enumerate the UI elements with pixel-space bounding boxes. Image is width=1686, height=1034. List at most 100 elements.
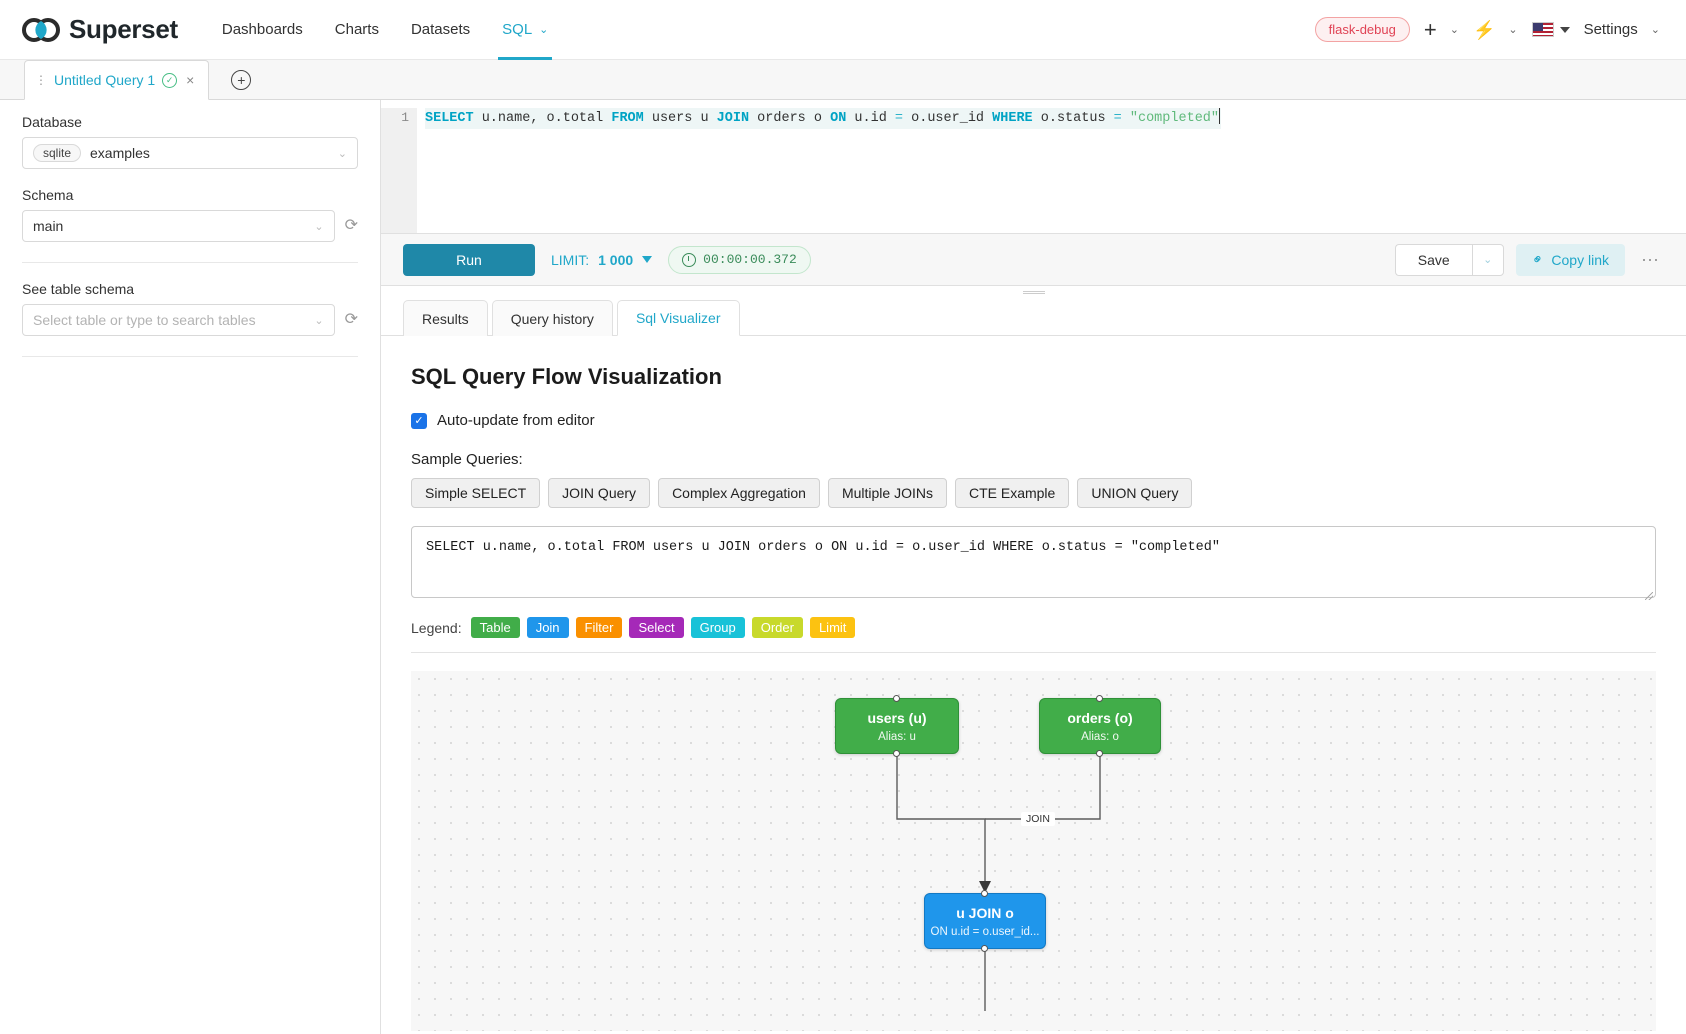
sample-query-complex-aggregation[interactable]: Complex Aggregation bbox=[658, 478, 820, 508]
schema-label: Schema bbox=[22, 187, 74, 203]
chevron-down-icon: ⌄ bbox=[337, 147, 347, 160]
refresh-tables-icon[interactable]: ⟳ bbox=[344, 311, 358, 328]
run-button[interactable]: Run bbox=[403, 243, 535, 276]
node-port-top bbox=[981, 890, 988, 897]
token-where: WHERE bbox=[992, 111, 1033, 126]
caret-down-icon bbox=[642, 256, 653, 263]
legend-label: Legend: bbox=[411, 619, 462, 636]
token-userid: o.user_id bbox=[903, 111, 993, 126]
sample-query-join-query[interactable]: JOIN Query bbox=[548, 478, 651, 508]
text-cursor bbox=[1219, 108, 1220, 124]
schema-select-value: main bbox=[33, 218, 64, 234]
legend-chip-select: Select bbox=[629, 617, 684, 638]
node-port-top bbox=[893, 695, 900, 702]
database-select-value: examples bbox=[90, 145, 150, 161]
chevron-down-icon: ⌄ bbox=[314, 314, 324, 327]
sample-query-cte-example[interactable]: CTE Example bbox=[954, 478, 1070, 508]
new-item-button[interactable]: + ⌄ bbox=[1423, 16, 1459, 42]
legend-chip-filter: Filter bbox=[575, 617, 623, 638]
drag-handle-icon[interactable]: ⋮ bbox=[35, 73, 47, 87]
save-button[interactable]: Save bbox=[1394, 243, 1472, 276]
flow-node-join[interactable]: u JOIN o ON u.id = o.user_id... bbox=[924, 890, 1046, 952]
legend-divider bbox=[411, 652, 1656, 653]
workspace: Database sqlite examples ⌄ Schema main ⌄… bbox=[0, 100, 1686, 1034]
nav-right-cluster: flask-debug + ⌄ ⚡ ⌄ Settings ⌄ bbox=[1314, 16, 1664, 42]
chevron-down-icon: ⌄ bbox=[314, 220, 324, 233]
flow-node-join-condition: ON u.id = o.user_id... bbox=[930, 925, 1040, 938]
token-users: users u bbox=[643, 111, 717, 126]
editor-code-line: SELECT u.name, o.total FROM users u JOIN… bbox=[425, 108, 1221, 129]
editor-toolbar: Run LIMIT: 1 000 00:00:00.372 Save ⌄ ⚭ bbox=[381, 234, 1686, 286]
sample-query-simple-select[interactable]: Simple SELECT bbox=[411, 478, 541, 508]
limit-dropdown[interactable]: LIMIT: 1 000 bbox=[551, 251, 653, 268]
flow-canvas[interactable]: users (u) Alias: u orders (o) Alias: o J… bbox=[411, 671, 1656, 1031]
table-select[interactable]: Select table or type to search tables ⌄ bbox=[22, 304, 335, 336]
node-port-bottom bbox=[981, 945, 988, 952]
refresh-schema-icon[interactable]: ⟳ bbox=[344, 217, 358, 234]
settings-menu[interactable]: Settings ⌄ bbox=[1584, 21, 1660, 38]
database-engine-pill: sqlite bbox=[33, 144, 82, 162]
sql-editor[interactable]: 1 SELECT u.name, o.total FROM users u JO… bbox=[381, 100, 1686, 234]
nav-link-sql-label: SQL bbox=[502, 21, 533, 38]
tab-query-history-label: Query history bbox=[510, 310, 594, 327]
token-columns: u.name, o.total bbox=[473, 111, 612, 126]
legend-chip-limit: Limit bbox=[809, 617, 856, 638]
database-select[interactable]: sqlite examples ⌄ bbox=[22, 137, 358, 169]
database-label: Database bbox=[22, 114, 82, 130]
nav-link-dashboards[interactable]: Dashboards bbox=[206, 0, 319, 60]
save-dropdown-button[interactable]: ⌄ bbox=[1471, 243, 1504, 276]
caret-down-icon bbox=[1559, 26, 1570, 33]
query-timer-value: 00:00:00.372 bbox=[703, 252, 797, 267]
tab-results[interactable]: Results bbox=[403, 300, 488, 336]
flow-node-join-title: u JOIN o bbox=[956, 904, 1014, 921]
close-icon[interactable]: × bbox=[186, 72, 195, 88]
add-query-tab-button[interactable]: + bbox=[231, 70, 252, 90]
table-select-placeholder: Select table or type to search tables bbox=[33, 312, 256, 328]
flow-node-users-title: users (u) bbox=[867, 709, 927, 726]
superset-logo[interactable]: Superset bbox=[22, 14, 178, 45]
tab-sql-visualizer[interactable]: Sql Visualizer bbox=[616, 300, 740, 336]
editor-code-area[interactable]: SELECT u.name, o.total FROM users u JOIN… bbox=[417, 108, 1686, 233]
schema-select[interactable]: main ⌄ bbox=[22, 210, 335, 242]
flow-node-users[interactable]: users (u) Alias: u bbox=[835, 695, 959, 757]
sample-queries-label: Sample Queries: bbox=[411, 451, 523, 468]
auto-update-checkbox-row[interactable]: ✓ Auto-update from editor bbox=[411, 412, 1656, 429]
auto-update-checkbox[interactable]: ✓ bbox=[411, 412, 427, 429]
pane-resize-handle[interactable] bbox=[381, 286, 1686, 298]
link-icon: ⚭ bbox=[1527, 249, 1547, 269]
more-options-button[interactable]: ⋯ bbox=[1641, 249, 1660, 270]
chevron-down-icon: ⌄ bbox=[1483, 254, 1493, 266]
copy-link-button[interactable]: ⚭ Copy link bbox=[1515, 243, 1625, 276]
alerts-reports-button[interactable]: ⚡ ⌄ bbox=[1473, 21, 1518, 39]
token-orders: orders o bbox=[749, 111, 831, 126]
nav-link-charts[interactable]: Charts bbox=[319, 0, 395, 60]
legend-chip-order: Order bbox=[751, 617, 803, 638]
us-flag-icon bbox=[1531, 22, 1554, 37]
flow-node-users-alias: Alias: u bbox=[878, 730, 916, 743]
flow-node-orders[interactable]: orders (o) Alias: o bbox=[1039, 695, 1161, 757]
left-panel: Database sqlite examples ⌄ Schema main ⌄… bbox=[0, 100, 381, 1034]
chevron-down-icon: ⌄ bbox=[1449, 24, 1459, 36]
nav-link-datasets-label: Datasets bbox=[410, 21, 471, 38]
query-tab-untitled-query-1[interactable]: ⋮ Untitled Query 1 ✓ × bbox=[24, 60, 210, 100]
sql-input-textarea[interactable] bbox=[411, 526, 1656, 598]
result-tabs: Results Query history Sql Visualizer bbox=[381, 298, 1686, 336]
sample-query-union-query[interactable]: UNION Query bbox=[1077, 478, 1193, 508]
token-from: FROM bbox=[611, 111, 644, 126]
flow-node-orders-title: orders (o) bbox=[1067, 709, 1133, 726]
nav-link-sql[interactable]: SQL ⌄ bbox=[486, 0, 564, 60]
tab-query-history[interactable]: Query history bbox=[491, 300, 613, 336]
limit-value: 1 000 bbox=[598, 251, 634, 268]
database-field: Database sqlite examples ⌄ bbox=[22, 114, 358, 169]
auto-update-label: Auto-update from editor bbox=[437, 412, 595, 429]
language-selector[interactable] bbox=[1531, 22, 1570, 37]
token-status: o.status bbox=[1032, 111, 1114, 126]
legend-chip-join: Join bbox=[526, 617, 569, 638]
brand-text: Superset bbox=[69, 14, 178, 44]
plus-icon: + bbox=[1423, 16, 1437, 42]
legend-chip-group: Group bbox=[690, 617, 745, 638]
limit-prefix-label: LIMIT: bbox=[551, 251, 590, 268]
flow-edge-label-join: JOIN bbox=[1021, 812, 1055, 826]
nav-link-datasets[interactable]: Datasets bbox=[395, 0, 486, 60]
sample-query-multiple-joins[interactable]: Multiple JOINs bbox=[827, 478, 947, 508]
